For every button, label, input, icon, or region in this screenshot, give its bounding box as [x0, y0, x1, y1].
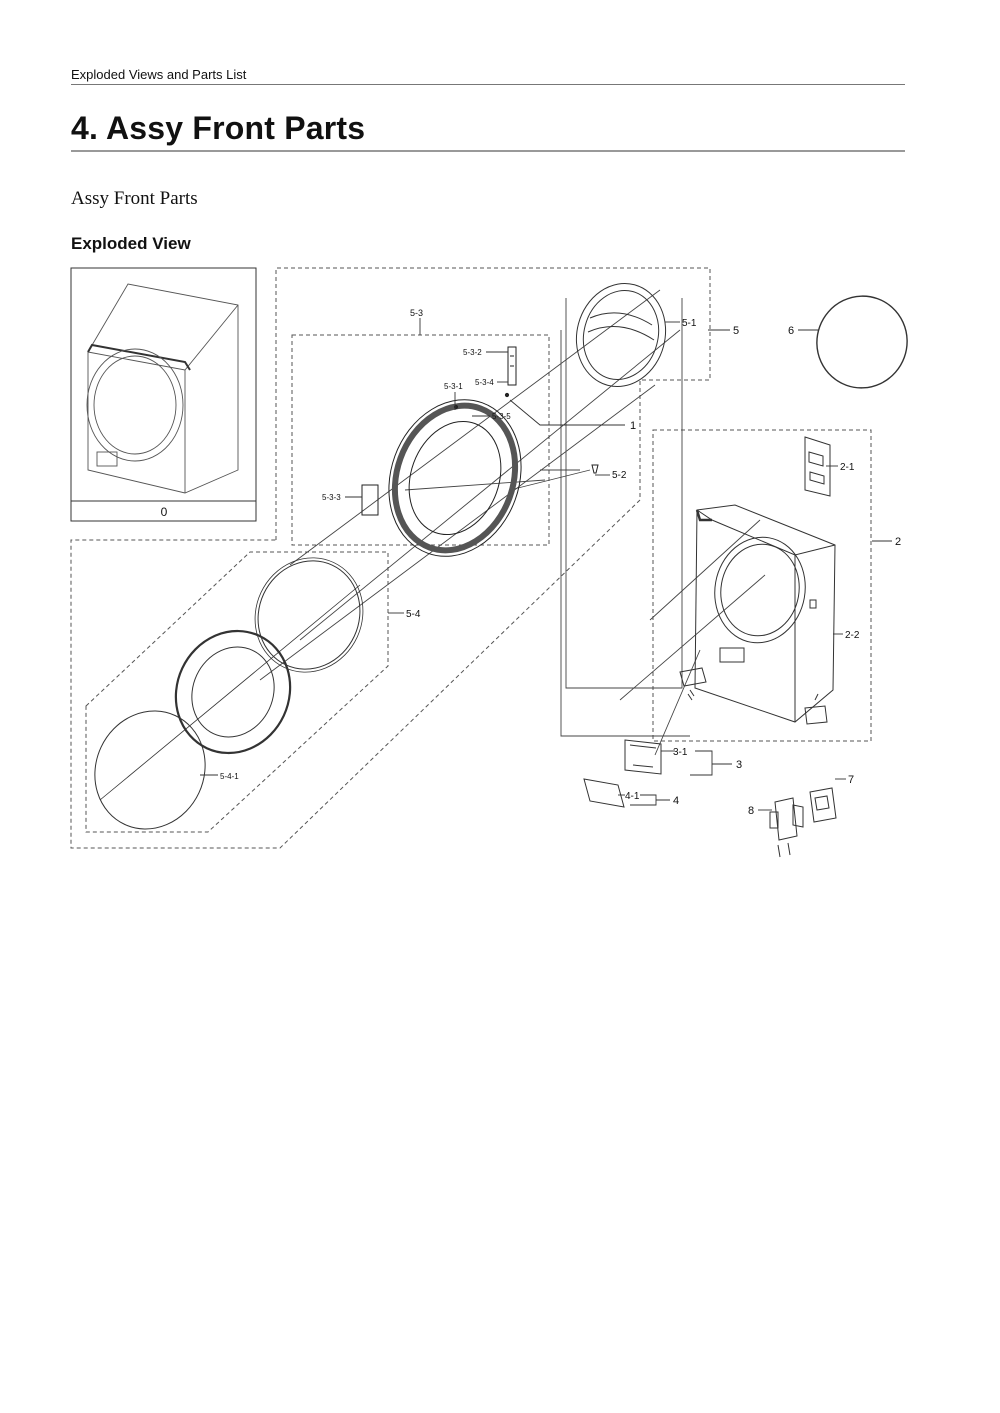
- header-rule: [71, 84, 905, 85]
- callout-2-1: 2-1: [840, 462, 855, 473]
- part-2-2-front-panel: [694, 504, 836, 723]
- callout-5-1: 5-1: [682, 318, 697, 329]
- callout-2-2: 2-2: [845, 630, 860, 641]
- part-4-1: [583, 778, 625, 808]
- running-header: Exploded Views and Parts List: [71, 67, 247, 82]
- callout-5-3-4: 5-3-4: [475, 378, 494, 387]
- callout-5-4-1: 5-4-1: [220, 772, 239, 781]
- leader-lines: [200, 318, 892, 811]
- callout-4-1: 4-1: [625, 791, 640, 802]
- callout-8: 8: [748, 805, 754, 817]
- part-5-3-hinge-ring: [361, 346, 599, 557]
- callout-5: 5: [733, 325, 739, 337]
- section-title: 4. Assy Front Parts: [71, 110, 366, 146]
- callout-2: 2: [895, 536, 901, 548]
- subtitle: Assy Front Parts: [71, 188, 198, 209]
- callout-5-3-3: 5-3-3: [322, 493, 341, 502]
- callout-3: 3: [736, 759, 742, 771]
- callout-5-3-5: 5-3-5: [492, 412, 511, 421]
- inset-box: [70, 267, 257, 522]
- group-5-4-boundary: [85, 551, 389, 833]
- title-rule: [71, 150, 905, 152]
- group-5-boundary: [70, 267, 711, 849]
- part-6-ring: [816, 295, 908, 389]
- callout-5-3-1: 5-3-1: [444, 382, 463, 391]
- part-8: [769, 797, 804, 858]
- lower-parts: [583, 739, 837, 858]
- view-heading: Exploded View: [71, 234, 191, 253]
- part-2-1-hinge-bracket: [804, 436, 831, 497]
- callout-1: 1: [630, 420, 636, 432]
- latch-parts: [679, 667, 828, 725]
- part-5-1-door-frame: [575, 282, 667, 388]
- callout-labels: 5-3 5-3-2 5-3-1 5-3-4 5-3-5 5-3-3 1 5-2 …: [220, 308, 901, 817]
- callout-6: 6: [788, 325, 794, 337]
- part-7: [809, 787, 837, 823]
- frame-lines: [259, 289, 766, 756]
- callout-5-3-2: 5-3-2: [463, 348, 482, 357]
- callout-5-4: 5-4: [406, 609, 421, 620]
- part-3-1: [624, 739, 662, 775]
- callout-5-3: 5-3: [410, 308, 423, 318]
- part-5-4-door-glass-set: [94, 557, 364, 830]
- callout-4: 4: [673, 795, 679, 807]
- group-2-boundary: [652, 429, 872, 742]
- callout-3-1: 3-1: [673, 747, 688, 758]
- inset-label: 0: [161, 505, 168, 519]
- washer-overview-drawing: [86, 283, 239, 494]
- callout-5-2: 5-2: [612, 470, 627, 481]
- callout-7: 7: [848, 774, 854, 786]
